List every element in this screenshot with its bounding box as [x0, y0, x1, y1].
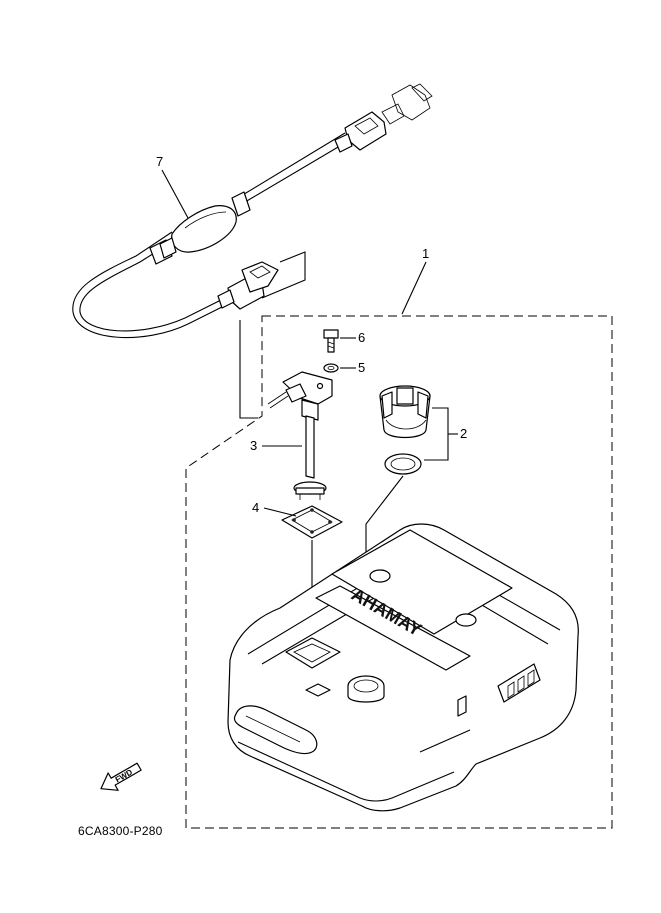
washer: [323, 363, 339, 373]
hose-coupler-top: [334, 111, 387, 153]
callout-4: 4: [252, 500, 259, 515]
fuel-hose-assembly: [72, 83, 433, 419]
fuel-cap: [379, 385, 431, 439]
callout-3: 3: [250, 438, 257, 453]
callout-5: 5: [358, 360, 365, 375]
callout-6: 6: [358, 330, 365, 345]
tank-side-connector: [217, 261, 279, 310]
screw: [323, 329, 339, 353]
primer-bulb: [149, 191, 251, 265]
fuel-tank: YAMAHA: [227, 523, 579, 812]
tank-assembly-boundary: [185, 315, 613, 829]
engine-side-connector: [381, 83, 433, 125]
o-ring: [384, 453, 422, 475]
forward-arrow-icon: FWD: [100, 762, 142, 791]
gasket: [281, 505, 343, 539]
diagram-code: 6CA8300-P280: [78, 824, 163, 838]
callout-7: 7: [156, 154, 163, 169]
callout-1: 1: [422, 246, 429, 261]
callout-2: 2: [460, 426, 467, 441]
fuel-meter: [267, 371, 333, 500]
